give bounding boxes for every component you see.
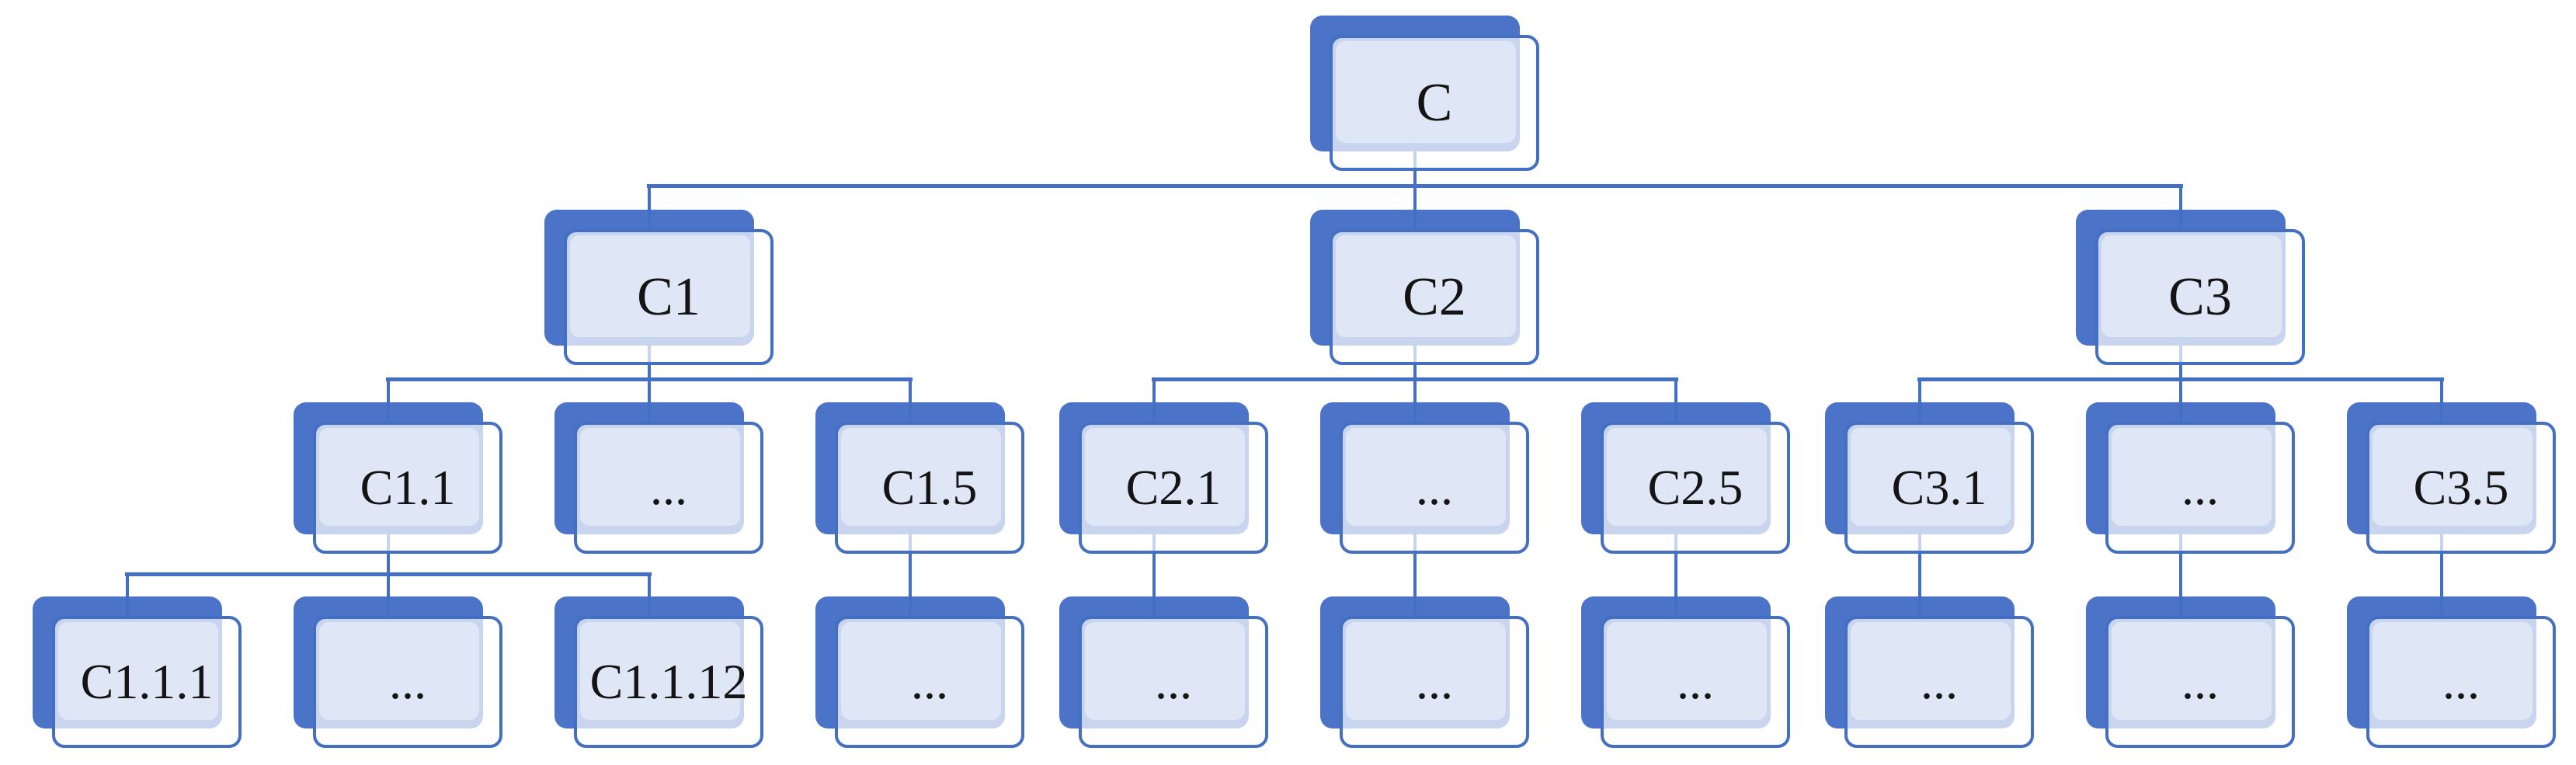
node-ellipsis-20: ...: [1844, 616, 2034, 748]
node-c-inner-panel: [1336, 41, 1516, 143]
node-c1-1-1-label: C1.1.1: [80, 654, 214, 709]
node-c1-1-1-inner-panel: [58, 622, 218, 720]
connector-c1-5-to-ellipsis-16: [909, 488, 912, 682]
node-ellipsis-20-inner-panel: [1851, 622, 2011, 720]
node-ellipsis-14-label: ...: [389, 654, 426, 709]
node-c3-1-label: C3.1: [1891, 460, 1987, 515]
node-c1-1-1: C1.1.1: [52, 616, 242, 748]
connector-bus-c1-1: [125, 572, 652, 576]
node-ellipsis-18-label: ...: [1416, 654, 1453, 709]
node-c2-5-label: C2.5: [1647, 460, 1743, 515]
node-c2-1: C2.1: [1079, 422, 1268, 554]
node-ellipsis-8-inner-panel: [1346, 428, 1506, 526]
node-c2-5-inner-panel: [1607, 428, 1767, 526]
node-c2-inner-panel: [1336, 235, 1516, 337]
node-c1-1-12: C1.1.12: [574, 616, 763, 748]
node-ellipsis-11: ...: [2105, 422, 2295, 554]
node-c3-1: C3.1: [1844, 422, 2034, 554]
node-c3-inner-panel: [2101, 235, 2282, 337]
connector-ellipsis-11-to-ellipsis-21: [2179, 488, 2182, 682]
connector-bus-c1: [386, 377, 913, 381]
node-ellipsis-17: ...: [1079, 616, 1268, 748]
node-ellipsis-22: ...: [2366, 616, 2556, 748]
node-c3: C3: [2095, 229, 2305, 365]
node-c1-1-12-label: C1.1.12: [589, 654, 748, 709]
node-ellipsis-19-inner-panel: [1607, 622, 1767, 720]
node-c2-label: C2: [1403, 266, 1466, 327]
node-ellipsis-16-inner-panel: [841, 622, 1001, 720]
node-c: C: [1330, 35, 1539, 171]
node-c1-5-inner-panel: [841, 428, 1001, 526]
node-ellipsis-19: ...: [1601, 616, 1790, 748]
node-ellipsis-20-label: ...: [1921, 654, 1958, 709]
node-ellipsis-22-inner-panel: [2373, 622, 2533, 720]
node-c2-1-label: C2.1: [1125, 460, 1222, 515]
node-c1-inner-panel: [570, 235, 750, 337]
node-ellipsis-14: ...: [313, 616, 502, 748]
connector-bus-c2: [1152, 377, 1678, 381]
node-c3-5-inner-panel: [2373, 428, 2533, 526]
node-ellipsis-5-inner-panel: [580, 428, 740, 526]
node-ellipsis-17-label: ...: [1155, 654, 1192, 709]
node-ellipsis-22-label: ...: [2442, 654, 2480, 709]
node-ellipsis-18: ...: [1340, 616, 1529, 748]
node-ellipsis-21: ...: [2105, 616, 2295, 748]
node-c-label: C: [1416, 72, 1453, 133]
node-c3-label: C3: [2168, 266, 2232, 327]
node-c1-1: C1.1: [313, 422, 502, 554]
connector-bus-c: [647, 184, 2183, 188]
connector-c2-1-to-ellipsis-17: [1152, 488, 1156, 682]
node-c1-5: C1.5: [835, 422, 1024, 554]
connector-bus-c3: [1917, 377, 2444, 381]
node-c1: C1: [564, 229, 773, 365]
node-ellipsis-8-label: ...: [1416, 460, 1453, 515]
node-ellipsis-11-inner-panel: [2112, 428, 2272, 526]
node-c1-label: C1: [637, 266, 700, 327]
node-ellipsis-19-label: ...: [1677, 654, 1714, 709]
node-ellipsis-11-label: ...: [2181, 460, 2219, 515]
node-ellipsis-21-inner-panel: [2112, 622, 2272, 720]
node-c2-5: C2.5: [1601, 422, 1790, 554]
node-c1-1-inner-panel: [319, 428, 479, 526]
node-c2: C2: [1330, 229, 1539, 365]
node-c3-5-label: C3.5: [2413, 460, 2509, 515]
node-c1-1-label: C1.1: [360, 460, 456, 515]
connector-c2-5-to-ellipsis-19: [1674, 488, 1677, 682]
node-ellipsis-14-inner-panel: [319, 622, 479, 720]
node-ellipsis-8: ...: [1340, 422, 1529, 554]
node-ellipsis-5-label: ...: [650, 460, 687, 515]
node-ellipsis-21-label: ...: [2181, 654, 2219, 709]
node-c2-1-inner-panel: [1085, 428, 1245, 526]
connector-ellipsis-8-to-ellipsis-18: [1413, 488, 1417, 682]
node-ellipsis-5: ...: [574, 422, 763, 554]
node-c3-1-inner-panel: [1851, 428, 2011, 526]
node-ellipsis-18-inner-panel: [1346, 622, 1506, 720]
node-ellipsis-16-label: ...: [911, 654, 948, 709]
connector-c3-1-to-ellipsis-20: [1918, 488, 1921, 682]
node-c1-5-label: C1.5: [881, 460, 978, 515]
node-ellipsis-17-inner-panel: [1085, 622, 1245, 720]
node-c3-5: C3.5: [2366, 422, 2556, 554]
node-ellipsis-16: ...: [835, 616, 1024, 748]
connector-c3-5-to-ellipsis-22: [2440, 488, 2443, 682]
node-c1-1-12-inner-panel: [580, 622, 740, 720]
